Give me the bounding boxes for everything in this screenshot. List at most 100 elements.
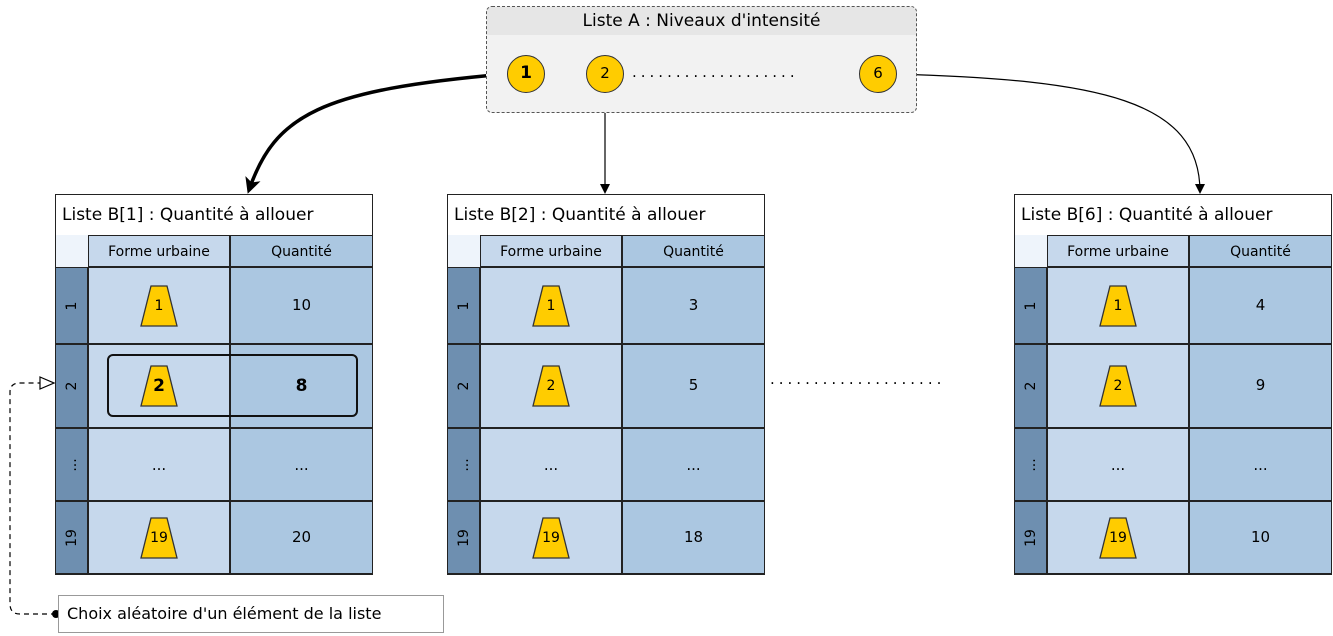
column-header-form: Forme urbaine: [480, 235, 622, 267]
table-corner: [448, 235, 480, 267]
row-index: ...: [1015, 428, 1047, 501]
column-header-quantity: Quantité: [622, 235, 765, 267]
form-cell: 19: [88, 501, 230, 574]
table-corner: [1015, 235, 1047, 267]
form-ellipsis: ...: [543, 455, 559, 474]
urban-form-shape: 1: [140, 284, 178, 327]
column-header-form: Forme urbaine: [1047, 235, 1189, 267]
random-choice-caption: Choix aléatoire d'un élément de la liste: [58, 595, 444, 633]
column-header-quantity: Quantité: [230, 235, 373, 267]
row-index-label: 19: [1022, 528, 1039, 547]
quantity-value: 18: [683, 527, 704, 546]
urban-form-shape: 2: [1099, 365, 1137, 407]
quantity-value: 3: [688, 295, 699, 314]
quantity-cell: 3: [622, 267, 765, 344]
row-index-label: 19: [63, 528, 80, 547]
quantity-cell: 8: [230, 344, 373, 428]
quantity-value: 10: [291, 295, 312, 314]
form-cell: ...: [88, 428, 230, 501]
quantity-cell: 20: [230, 501, 373, 574]
urban-form-shape: 1: [532, 284, 570, 327]
column-header-quantity: Quantité: [1189, 235, 1332, 267]
form-ellipsis: ...: [151, 455, 167, 474]
quantity-value: 8: [295, 376, 308, 396]
urban-form-label: 2: [1113, 378, 1123, 394]
quantity-cell: 10: [230, 267, 373, 344]
dashed-arrow-random-choice: [9, 383, 56, 615]
table-corner: [56, 235, 88, 267]
urban-form-label: 1: [154, 297, 164, 314]
urban-form-label: 2: [153, 376, 165, 396]
selected-element-highlight: [107, 354, 358, 417]
quantity-cell: 5: [622, 344, 765, 428]
tables-ellipsis: ....................: [770, 370, 946, 388]
row-index-label: ...: [63, 457, 80, 472]
quantity-cell: 9: [1189, 344, 1332, 428]
column-header-form: Forme urbaine: [88, 235, 230, 267]
form-cell: 1: [88, 267, 230, 344]
row-index-label: 19: [455, 528, 472, 547]
row-index: ...: [56, 428, 88, 501]
quantity-value: 20: [291, 527, 312, 546]
urban-form-shape: 1: [1099, 284, 1137, 327]
urban-form-label: 19: [542, 529, 560, 546]
row-index-label: ...: [1022, 457, 1039, 472]
urban-form-shape: 19: [1099, 516, 1137, 559]
intensity-ellipsis: ...................: [632, 63, 799, 81]
list-b-title: Liste B[1] : Quantité à allouer: [56, 195, 372, 235]
quantity-value: 9: [1255, 376, 1266, 394]
urban-form-shape: 19: [140, 516, 178, 559]
row-index-label: 1: [455, 301, 472, 310]
quantity-value: 5: [688, 376, 699, 394]
form-cell: 1: [1047, 267, 1189, 344]
urban-form-shape: 19: [532, 516, 570, 559]
form-cell: ...: [480, 428, 622, 501]
form-cell: 1: [480, 267, 622, 344]
arrow-to-list-b6: [895, 73, 1205, 194]
intensity-node-1: 1: [507, 55, 545, 93]
list-b-title: Liste B[6] : Quantité à allouer: [1015, 195, 1331, 235]
arrow-to-list-b1: [245, 72, 507, 194]
quantity-cell: 4: [1189, 267, 1332, 344]
row-index-label: 2: [455, 381, 472, 391]
row-index: 1: [56, 267, 88, 344]
row-index: 1: [1015, 267, 1047, 344]
urban-form-shape: 2: [140, 365, 178, 407]
quantity-value: ...: [686, 455, 701, 474]
row-index: 1: [448, 267, 480, 344]
quantity-cell: ...: [1189, 428, 1332, 501]
form-ellipsis: ...: [1110, 455, 1126, 474]
form-cell: ...: [1047, 428, 1189, 501]
quantity-cell: ...: [230, 428, 373, 501]
urban-form-label: 19: [1109, 529, 1127, 546]
row-index: 19: [448, 501, 480, 574]
row-index: 2: [1015, 344, 1047, 428]
urban-form-shape: 2: [532, 365, 570, 407]
row-index-label: 2: [63, 381, 80, 391]
row-index: 19: [56, 501, 88, 574]
row-index: 2: [56, 344, 88, 428]
quantity-value: 4: [1255, 295, 1266, 314]
quantity-cell: 18: [622, 501, 765, 574]
form-cell: 19: [1047, 501, 1189, 574]
form-cell: 19: [480, 501, 622, 574]
quantity-cell: ...: [622, 428, 765, 501]
row-index: 19: [1015, 501, 1047, 574]
quantity-value: ...: [294, 455, 309, 474]
list-a-title: Liste A : Niveaux d'intensité: [487, 7, 916, 35]
intensity-node-6: 6: [859, 55, 897, 93]
intensity-node-2: 2: [586, 55, 624, 93]
row-index: 2: [448, 344, 480, 428]
row-index-label: 1: [1022, 301, 1039, 310]
form-cell: 2: [480, 344, 622, 428]
urban-form-label: 1: [1113, 297, 1123, 314]
quantity-value: 10: [1250, 527, 1271, 546]
urban-form-label: 1: [546, 297, 556, 314]
list-b-title: Liste B[2] : Quantité à allouer: [448, 195, 764, 235]
list-a-box: Liste A : Niveaux d'intensité 1 2 ......…: [486, 6, 917, 113]
row-index-label: 2: [1022, 381, 1039, 391]
row-index-label: 1: [63, 301, 80, 310]
